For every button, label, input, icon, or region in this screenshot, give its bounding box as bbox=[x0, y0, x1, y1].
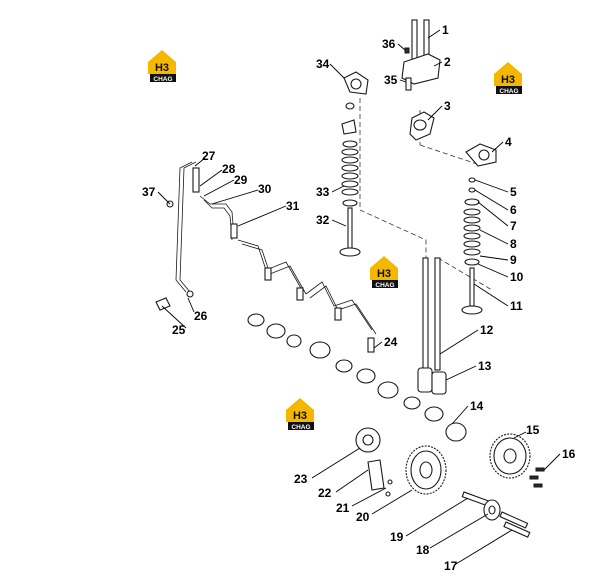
callout-17: 17 bbox=[444, 559, 458, 573]
gear-hub-23 bbox=[355, 427, 381, 453]
callout-26: 26 bbox=[194, 309, 208, 323]
callout-14: 14 bbox=[470, 399, 484, 413]
pushrods-and-tappets bbox=[417, 257, 447, 395]
callout-32: 32 bbox=[316, 213, 330, 227]
callout-37: 37 bbox=[142, 185, 156, 199]
svg-text:CHAG: CHAG bbox=[291, 424, 310, 431]
camshaft bbox=[244, 310, 467, 442]
callout-30: 30 bbox=[258, 182, 272, 196]
brand-logo-1: H3 CHAG bbox=[148, 50, 176, 83]
callout-29: 29 bbox=[234, 173, 248, 187]
callout-24: 24 bbox=[384, 335, 398, 349]
callout-36: 36 bbox=[382, 37, 396, 51]
callout-28: 28 bbox=[222, 162, 236, 176]
callout-16: 16 bbox=[562, 447, 576, 461]
svg-text:CHAG: CHAG bbox=[499, 88, 518, 95]
bolts-16 bbox=[529, 467, 545, 488]
callout-31: 31 bbox=[286, 199, 300, 213]
callout-2: 2 bbox=[444, 55, 451, 69]
callout-21: 21 bbox=[336, 501, 350, 515]
thrust-plate-22 bbox=[367, 459, 393, 497]
callout-11: 11 bbox=[510, 299, 523, 313]
callout-5: 5 bbox=[510, 185, 517, 199]
camshaft-gear-15 bbox=[489, 433, 531, 479]
washer-18 bbox=[483, 499, 501, 521]
callout-4: 4 bbox=[505, 135, 512, 149]
callout-3: 3 bbox=[444, 99, 451, 113]
valve-assembly-right bbox=[461, 177, 483, 315]
svg-text:H3: H3 bbox=[377, 268, 391, 280]
svg-text:H3: H3 bbox=[293, 410, 307, 422]
callout-8: 8 bbox=[510, 237, 517, 251]
rocker-bracket-assembly bbox=[401, 19, 441, 141]
callout-9: 9 bbox=[510, 253, 517, 267]
callout-19: 19 bbox=[390, 530, 404, 544]
callout-23: 23 bbox=[294, 472, 308, 486]
callout-12: 12 bbox=[480, 323, 494, 337]
bolts-17 bbox=[499, 511, 531, 538]
valve-assembly-left bbox=[339, 140, 361, 257]
callout-6: 6 bbox=[510, 203, 517, 217]
callout-22: 22 bbox=[318, 486, 332, 500]
callout-34: 34 bbox=[316, 57, 330, 71]
callout-7: 7 bbox=[510, 219, 517, 233]
callout-10: 10 bbox=[510, 270, 524, 284]
svg-text:H3: H3 bbox=[155, 62, 169, 74]
callout-20: 20 bbox=[356, 510, 370, 524]
callout-18: 18 bbox=[416, 543, 430, 557]
callout-25: 25 bbox=[172, 323, 186, 337]
callout-labels: 1 2 3 4 5 6 7 8 9 10 11 12 13 14 15 16 1… bbox=[142, 23, 576, 573]
callout-33: 33 bbox=[316, 185, 330, 199]
brand-logo-2: H3 CHAG bbox=[494, 62, 522, 95]
callout-15: 15 bbox=[526, 423, 540, 437]
callout-27: 27 bbox=[202, 149, 216, 163]
brand-logo-4: H3 CHAG bbox=[286, 398, 314, 431]
svg-text:CHAG: CHAG bbox=[375, 282, 394, 289]
idler-gear-20 bbox=[405, 445, 447, 495]
callout-13: 13 bbox=[478, 359, 492, 373]
brand-logo-3: H3 CHAG bbox=[370, 256, 398, 289]
svg-text:CHAG: CHAG bbox=[153, 76, 172, 83]
svg-text:H3: H3 bbox=[501, 74, 515, 86]
callout-35: 35 bbox=[384, 73, 398, 87]
callout-1: 1 bbox=[442, 23, 449, 37]
rocker-arm-4 bbox=[465, 143, 497, 167]
rocker-arm-34 bbox=[341, 71, 369, 135]
leader-lines bbox=[157, 29, 561, 565]
fuel-pipe-assembly bbox=[155, 161, 377, 353]
